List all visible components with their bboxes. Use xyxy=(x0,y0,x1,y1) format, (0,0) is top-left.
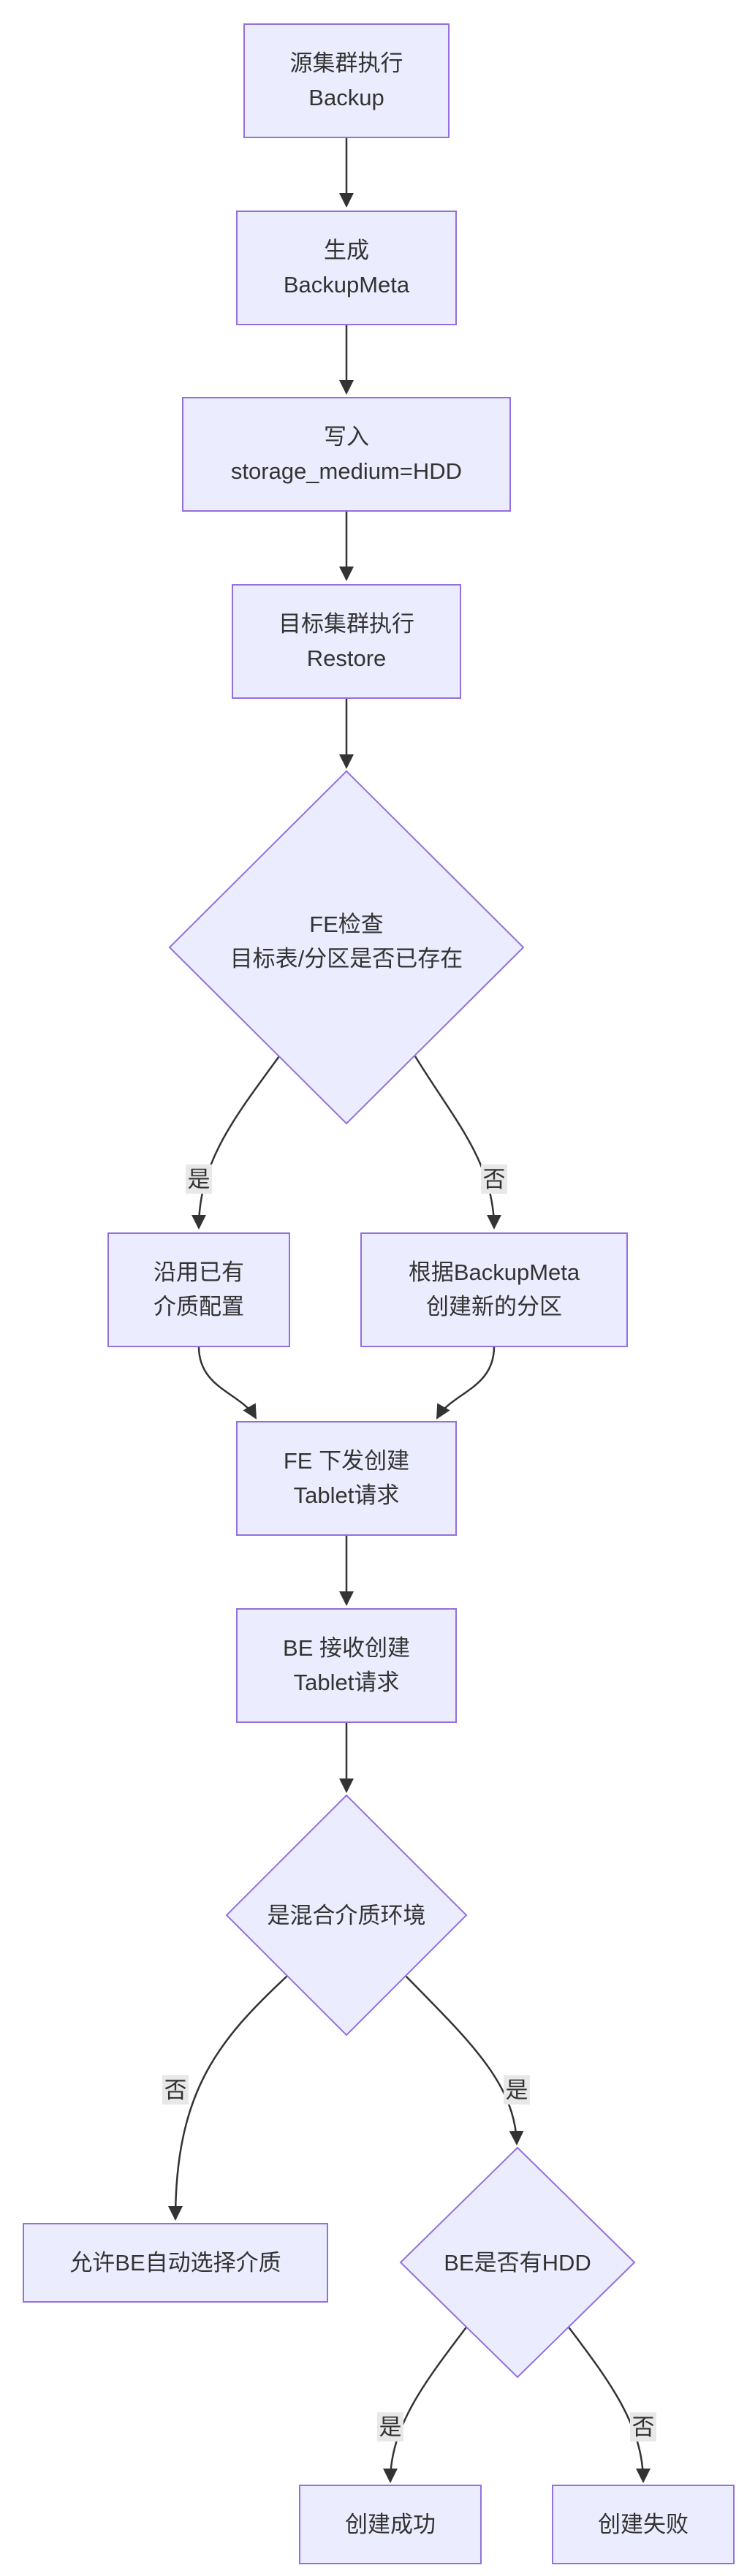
node-keep-existing: 沿用已有 介质配置 xyxy=(107,1232,290,1347)
edge-label-mixed-no: 否 xyxy=(164,2077,187,2103)
node-fe-send: FE 下发创建 Tablet请求 xyxy=(236,1421,457,1536)
node-fe-send-line2: Tablet请求 xyxy=(294,1482,400,1508)
edge-label-hdd-yes: 是 xyxy=(379,2414,402,2440)
node-be-receive-line2: Tablet请求 xyxy=(294,1670,400,1695)
node-target-restore-line2: Restore xyxy=(307,645,387,671)
node-create-fail-label: 创建失败 xyxy=(598,2512,689,2537)
node-fe-send-line1: FE 下发创建 xyxy=(284,1448,409,1474)
decision-mixed-medium-label: 是混合介质环境 xyxy=(268,1903,426,1928)
node-keep-existing-line1: 沿用已有 xyxy=(153,1259,244,1285)
edges xyxy=(168,137,651,2483)
edge-label-check-yes: 是 xyxy=(188,1167,211,1192)
decision-be-hdd: BE是否有HDD xyxy=(399,2146,636,2379)
edge-labels: 是 否 否 是 是 否 xyxy=(162,1164,656,2441)
node-target-restore-line1: 目标集群执行 xyxy=(278,611,414,637)
edge-keep-to-fe xyxy=(197,1346,257,1420)
node-create-success-label: 创建成功 xyxy=(345,2512,436,2537)
node-create-success: 创建成功 xyxy=(299,2485,482,2564)
node-generate-meta-line1: 生成 xyxy=(324,238,369,263)
node-source-backup-line2: Backup xyxy=(308,85,384,110)
node-generate-meta-line2: BackupMeta xyxy=(284,272,410,298)
decision-be-hdd-label: BE是否有HDD xyxy=(444,2250,591,2276)
edge-mixed-yes xyxy=(405,1975,524,2145)
edge-hdd-yes xyxy=(383,2325,469,2483)
edge-check-no xyxy=(414,1056,501,1230)
node-create-fail: 创建失败 xyxy=(552,2485,735,2564)
edge-label-mixed-yes: 是 xyxy=(506,2077,528,2103)
node-source-backup-line1: 源集群执行 xyxy=(290,50,403,76)
edge-hdd-no xyxy=(566,2325,651,2483)
node-create-partition-line2: 创建新的分区 xyxy=(426,1294,562,1319)
node-create-partition-line1: 根据BackupMeta xyxy=(409,1259,580,1285)
node-write-medium: 写入 storage_medium=HDD xyxy=(182,397,511,512)
decision-fe-check-line1: FE检查 xyxy=(309,912,384,937)
node-generate-meta: 生成 BackupMeta xyxy=(236,211,457,325)
node-create-partition: 根据BackupMeta 创建新的分区 xyxy=(360,1232,628,1347)
decision-mixed-medium: 是混合介质环境 xyxy=(225,1794,468,2037)
node-auto-select-label: 允许BE自动选择介质 xyxy=(69,2250,281,2276)
node-be-receive: BE 接收创建 Tablet请求 xyxy=(236,1608,457,1723)
edge-label-hdd-no: 否 xyxy=(632,2414,655,2440)
node-source-backup: 源集群执行 Backup xyxy=(243,23,450,138)
edge-check-yes xyxy=(192,1056,281,1230)
edge-label-check-no: 否 xyxy=(483,1167,506,1192)
edge-new-to-fe xyxy=(436,1346,496,1420)
edge-mixed-no xyxy=(168,1975,288,2221)
node-write-medium-line1: 写入 xyxy=(324,424,369,450)
node-auto-select: 允许BE自动选择介质 xyxy=(23,2223,328,2303)
node-target-restore: 目标集群执行 Restore xyxy=(232,584,461,699)
decision-fe-check-line2: 目标表/分区是否已存在 xyxy=(230,946,463,971)
node-write-medium-line2: storage_medium=HDD xyxy=(231,458,462,484)
node-be-receive-line1: BE 接收创建 xyxy=(283,1635,410,1661)
node-keep-existing-line2: 介质配置 xyxy=(153,1294,244,1319)
decision-fe-check: FE检查 目标表/分区是否已存在 xyxy=(168,770,525,1125)
